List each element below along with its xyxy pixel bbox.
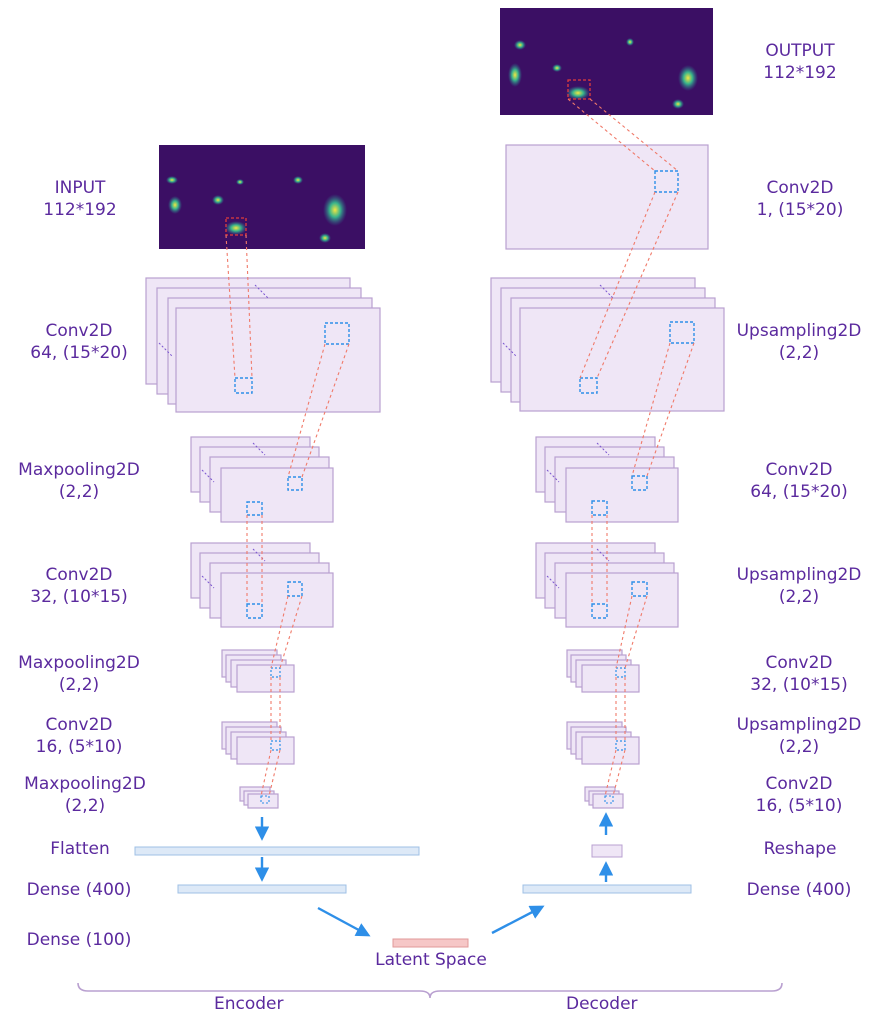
dec-conv-out-name: Conv2D: [766, 178, 834, 198]
enc-pool1-name: Maxpooling2D: [18, 460, 140, 480]
encoder-decoder-brace: [77, 982, 783, 999]
encoder-trace-lines: [225, 234, 350, 797]
encoder-pool2-stack: [221, 649, 295, 693]
enc-conv1-params: 64, (15*20): [30, 343, 128, 363]
flatten-bar: [134, 846, 420, 856]
flatten-label: Flatten: [50, 839, 110, 859]
encoder-conv2-stack: [190, 542, 334, 628]
decoder-brace-label: Decoder: [566, 994, 638, 1014]
decoder-conv-out-plane: [505, 144, 709, 250]
dec-up2-params: (2,2): [778, 587, 820, 607]
output-title: OUTPUT: [765, 41, 835, 61]
enc-pool2-name: Maxpooling2D: [18, 653, 140, 673]
enc-conv3-params: 16, (5*10): [35, 737, 123, 757]
enc-pool3-name: Maxpooling2D: [24, 774, 146, 794]
input-size: 112*192: [43, 200, 117, 220]
dec-conv1-label: Conv2D 64, (15*20): [724, 459, 874, 503]
dec-up1-params: (2,2): [778, 343, 820, 363]
dec-conv2-params: 32, (10*15): [750, 675, 848, 695]
dec-conv-out-params: 1, (15*20): [756, 200, 844, 220]
arrow-dense-to-latent: [317, 906, 371, 937]
enc-pool1-params: (2,2): [58, 482, 100, 502]
output-precip-blobs: [508, 38, 698, 109]
output-label: OUTPUT 112*192: [740, 40, 860, 84]
latent-label: Latent Space: [375, 950, 487, 970]
dec-up2-label: Upsampling2D (2,2): [724, 564, 874, 608]
enc-conv1-name: Conv2D: [45, 321, 113, 341]
dec-up3-params: (2,2): [778, 737, 820, 757]
enc-conv2-params: 32, (10*15): [30, 587, 128, 607]
enc-conv3-label: Conv2D 16, (5*10): [4, 714, 154, 758]
dec-conv2-name: Conv2D: [765, 653, 833, 673]
dec-conv2-label: Conv2D 32, (10*15): [724, 652, 874, 696]
input-label: INPUT 112*192: [30, 177, 130, 221]
dec-up2-name: Upsampling2D: [736, 565, 862, 585]
decoder-conv2-stack: [566, 649, 640, 693]
reshape-block: [591, 844, 623, 858]
enc-dense1-label: Dense (400): [26, 880, 132, 900]
decoder-up3-stack: [566, 721, 640, 765]
arrow-latent-to-dense: [491, 905, 545, 935]
decoder-conv1-stack: [535, 436, 679, 523]
input-precip-blobs: [166, 176, 347, 243]
dec-up3-name: Upsampling2D: [736, 715, 862, 735]
enc-pool1-label: Maxpooling2D (2,2): [4, 459, 154, 503]
decoder-up1-stack: [490, 277, 725, 412]
dec-conv3-params: 16, (5*10): [755, 796, 843, 816]
flow-arrows: [254, 812, 614, 937]
enc-pool2-params: (2,2): [58, 675, 100, 695]
encoder-pool1-stack: [190, 436, 334, 523]
encoder-brace-label: Encoder: [214, 994, 284, 1014]
output-heatmap: [500, 8, 713, 115]
reshape-label: Reshape: [763, 839, 837, 859]
output-size: 112*192: [763, 63, 837, 83]
decoder-up2-stack: [535, 542, 679, 628]
dec-dense1-label: Dense (400): [746, 880, 852, 900]
enc-conv3-name: Conv2D: [45, 715, 113, 735]
encoder-conv1-stack: [145, 277, 381, 413]
dec-conv3-name: Conv2D: [765, 774, 833, 794]
enc-conv2-label: Conv2D 32, (10*15): [4, 564, 154, 608]
enc-pool3-params: (2,2): [64, 796, 106, 816]
enc-pool3-label: Maxpooling2D (2,2): [10, 773, 160, 817]
decoder-conv3-stack: [584, 786, 624, 809]
enc-pool2-label: Maxpooling2D (2,2): [4, 652, 154, 696]
latent-bar: [392, 938, 469, 948]
dec-conv1-name: Conv2D: [765, 460, 833, 480]
input-title: INPUT: [54, 178, 106, 198]
encoder-pool3-stack: [239, 786, 279, 809]
dec-conv1-params: 64, (15*20): [750, 482, 848, 502]
dec-up1-label: Upsampling2D (2,2): [724, 320, 874, 364]
decoder-trace-lines: [567, 98, 695, 797]
enc-conv1-label: Conv2D 64, (15*20): [4, 320, 154, 364]
input-heatmap: [159, 145, 365, 249]
dec-up3-label: Upsampling2D (2,2): [724, 714, 874, 758]
enc-dense2-label: Dense (100): [26, 930, 132, 950]
enc-conv2-name: Conv2D: [45, 565, 113, 585]
dec-up1-name: Upsampling2D: [736, 321, 862, 341]
encoder-dense-bar: [177, 884, 347, 894]
dec-conv3-label: Conv2D 16, (5*10): [724, 773, 874, 817]
encoder-conv3-stack: [221, 721, 295, 765]
decoder-dense-bar: [522, 884, 692, 894]
dec-conv-out-label: Conv2D 1, (15*20): [730, 177, 870, 221]
